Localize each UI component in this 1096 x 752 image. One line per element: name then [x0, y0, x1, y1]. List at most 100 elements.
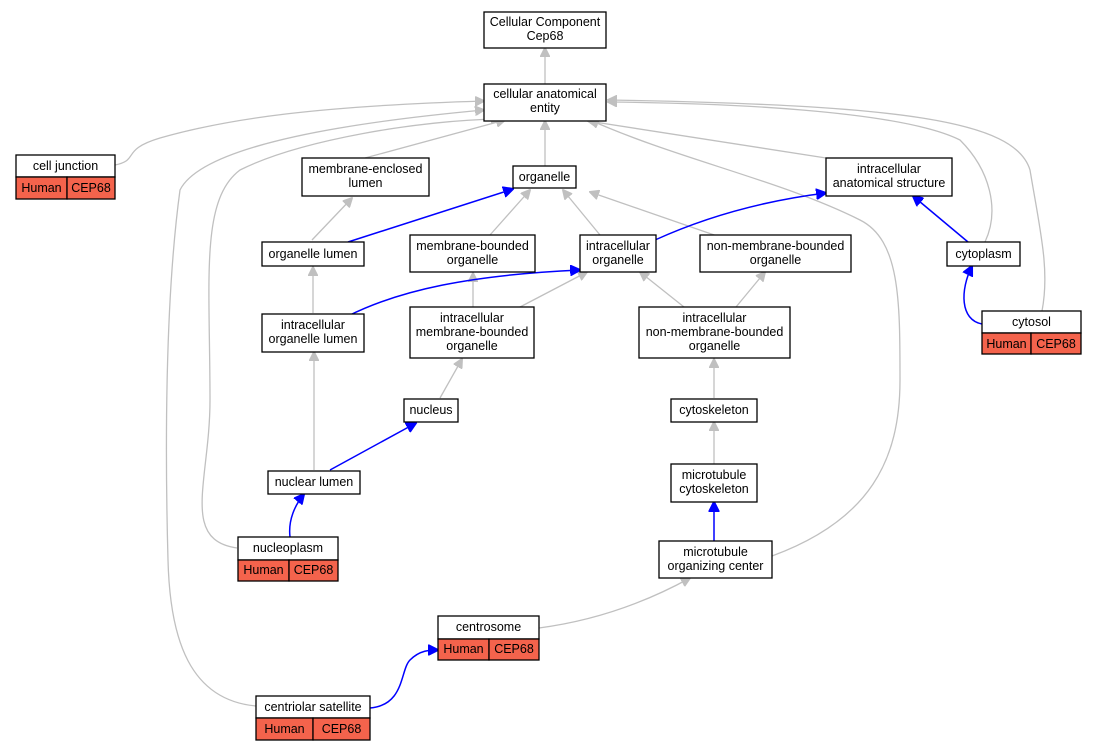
edges [114, 48, 1046, 709]
node-label: entity [530, 101, 561, 115]
node-cellular-anatomical-entity[interactable]: cellular anatomical entity [483, 83, 607, 122]
gene-label: CEP68 [494, 642, 534, 656]
node-label: cytoskeleton [679, 403, 749, 417]
node-label: organizing center [668, 559, 764, 573]
node-label: non-membrane-bounded [707, 239, 845, 253]
edge-cytoplasm-ias [913, 196, 969, 243]
edge-orglumen-mel [311, 198, 352, 241]
node-label: organelle lumen [269, 332, 358, 346]
gene-label: CEP68 [322, 722, 362, 736]
node-label: lumen [348, 176, 382, 190]
node-label: centriolar satellite [264, 700, 361, 714]
gene-tag [488, 638, 540, 661]
node-organelle[interactable]: organelle [512, 165, 577, 189]
node-label: intracellular [281, 318, 345, 332]
species-label: Human [443, 642, 483, 656]
node-label: Cep68 [527, 29, 564, 43]
gene-tag [1030, 332, 1082, 355]
edge-centrosome-mtoc [538, 578, 690, 629]
edge-satellite-cae [165, 110, 484, 707]
gene-label: CEP68 [294, 563, 334, 577]
node-organelle-lumen[interactable]: organelle lumen [261, 241, 365, 267]
node-nucleus[interactable]: nucleus [403, 398, 459, 423]
node-label: organelle [750, 253, 801, 267]
edge-io-organelle [563, 190, 601, 236]
edge-io-ias [654, 193, 826, 241]
species-label: Human [986, 337, 1026, 351]
edge-mel-cae [364, 120, 505, 159]
node-label: cell junction [33, 159, 98, 173]
node-label: non-membrane-bounded [646, 325, 784, 339]
edge-celljunction-cae [114, 101, 484, 166]
species-label: Human [21, 181, 61, 195]
edge-iol-io [347, 270, 580, 317]
gene-label: CEP68 [1036, 337, 1076, 351]
edge-nucleus-imbo [439, 359, 462, 399]
gene-tag [66, 176, 116, 200]
edge-cytosol-cytoplasm [964, 266, 983, 325]
node-label: microtubule [682, 468, 747, 482]
edge-mbo-organelle [489, 190, 530, 236]
node-cell-junction[interactable]: cell junction Human CEP68 [15, 154, 116, 200]
node-label: organelle [592, 253, 643, 267]
node-label: nuclear lumen [275, 475, 354, 489]
node-centrosome[interactable]: centrosome Human CEP68 [437, 615, 540, 661]
node-microtubule-organizing-center[interactable]: microtubule organizing center [658, 540, 773, 579]
node-label: centrosome [456, 620, 521, 634]
node-label: intracellular [440, 311, 504, 325]
node-label: cytosol [1012, 315, 1051, 329]
node-label: intracellular [586, 239, 650, 253]
node-label: organelle lumen [269, 247, 358, 261]
edge-imbo-io [519, 272, 587, 308]
edge-cytoplasm-cae [608, 102, 993, 243]
node-label: organelle [689, 339, 740, 353]
node-intracellular-non-membrane-bounded-organelle[interactable]: intracellular non-membrane-bounded organ… [638, 306, 791, 359]
node-centriolar-satellite[interactable]: centriolar satellite Human CEP68 [255, 695, 371, 741]
gene-tag [288, 559, 339, 582]
node-label: membrane-bounded [416, 325, 529, 339]
node-label: nucleus [409, 403, 452, 417]
node-non-membrane-bounded-organelle[interactable]: non-membrane-bounded organelle [699, 234, 852, 273]
edge-inmbo-io [640, 272, 685, 308]
node-nucleoplasm[interactable]: nucleoplasm Human CEP68 [237, 536, 339, 582]
node-label: membrane-bounded [416, 239, 529, 253]
edge-nmbo-organelle [590, 192, 721, 238]
node-membrane-bounded-organelle[interactable]: membrane-bounded organelle [409, 234, 536, 273]
edge-orglumen-organelle [347, 189, 513, 243]
node-cytosol[interactable]: cytosol Human CEP68 [981, 310, 1082, 355]
node-cytoplasm[interactable]: cytoplasm [946, 241, 1021, 267]
edge-inmbo-nmbo [735, 272, 765, 308]
node-intracellular-anatomical-structure[interactable]: intracellular anatomical structure [825, 157, 953, 197]
species-label: Human [243, 563, 283, 577]
node-label: cytoplasm [955, 247, 1011, 261]
node-nuclear-lumen[interactable]: nuclear lumen [267, 470, 361, 495]
edge-mtoc-cae [590, 120, 901, 557]
gene-label: CEP68 [71, 181, 111, 195]
edge-ias-cae [588, 121, 827, 159]
node-intracellular-organelle[interactable]: intracellular organelle [579, 234, 657, 273]
node-label: intracellular [857, 162, 921, 176]
edge-satellite-centrosome [369, 650, 438, 709]
node-intracellular-organelle-lumen[interactable]: intracellular organelle lumen [261, 313, 365, 353]
edge-cytosol-cae [608, 100, 1046, 312]
edge-nucleoplasm-cae [201, 119, 500, 549]
gene-tag [312, 717, 371, 741]
edge-nuclearlumen-nucleus [329, 423, 416, 471]
node-label: Cellular Component [490, 15, 601, 29]
node-label: organelle [519, 170, 570, 184]
node-label: cytoskeleton [679, 482, 749, 496]
node-label: intracellular [683, 311, 747, 325]
node-membrane-enclosed-lumen[interactable]: membrane-enclosed lumen [301, 157, 430, 197]
node-intracellular-membrane-bounded-organelle[interactable]: intracellular membrane-bounded organelle [409, 306, 535, 359]
node-microtubule-cytoskeleton[interactable]: microtubule cytoskeleton [670, 463, 758, 503]
node-label: membrane-enclosed [309, 162, 423, 176]
node-cellular-component[interactable]: Cellular Component Cep68 [483, 11, 607, 49]
node-label: organelle [446, 339, 497, 353]
node-label: cellular anatomical [493, 87, 597, 101]
edge-nucleoplasm-nuclearlumen [288, 494, 304, 538]
node-cytoskeleton[interactable]: cytoskeleton [670, 398, 758, 423]
node-label: microtubule [683, 545, 748, 559]
node-label: nucleoplasm [253, 541, 323, 555]
node-label: organelle [447, 253, 498, 267]
